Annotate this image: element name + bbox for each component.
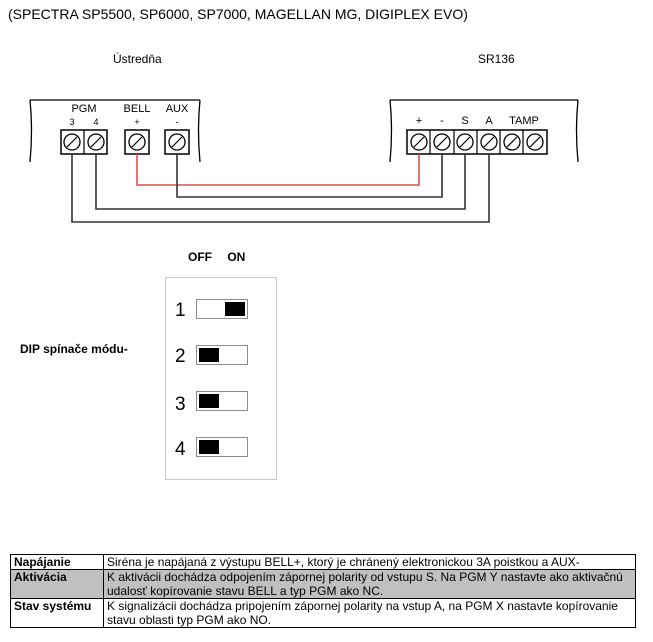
dip-on-label: ON (227, 250, 246, 264)
table-value-activation: K aktivácii dochádza odpojením zápornej … (103, 569, 636, 599)
table-key-system-state: Stav systému (10, 598, 104, 628)
dip-switch-knob (199, 394, 219, 408)
dip-number-1: 1 (175, 300, 186, 321)
pin-label-bell-plus: + (134, 117, 139, 127)
pin-label-pgm3: 3 (69, 117, 74, 127)
wiring-diagram: PGM BELL AUX 3 4 + - + - S A TAMP (29, 99, 579, 223)
group-label-bell: BELL (124, 103, 151, 115)
left-board-outline (29, 99, 201, 163)
right-terminal-block (406, 129, 548, 155)
pin-label-sr-a: A (485, 115, 493, 127)
table-key-activation: Aktivácia (10, 569, 104, 599)
right-board-outline (389, 99, 579, 163)
pin-label-pgm4: 4 (93, 117, 98, 127)
table-row: Stav systému K signalizácii dochádza pri… (10, 598, 636, 628)
wire-aux-minus-to-sr-minus (176, 154, 443, 198)
panel-label-control-unit: Ústredňa (113, 52, 162, 66)
table-value-power: Siréna je napájaná z výstupu BELL+, ktor… (103, 554, 636, 570)
dip-switch-label: DIP spínače módu- (20, 342, 128, 356)
pin-label-sr-tamp: TAMP (509, 115, 539, 127)
table-key-power: Napájanie (10, 554, 104, 570)
info-table: Napájanie Siréna je napájaná z výstupu B… (10, 554, 636, 628)
left-terminal-block-bell (124, 129, 150, 155)
pin-label-sr-plus: + (416, 115, 422, 127)
dip-switch-knob (225, 302, 245, 316)
pin-label-sr-minus: - (440, 115, 444, 127)
wire-pgm3-to-sr-a (71, 154, 490, 223)
wire-pgm4-to-sr-s (95, 154, 466, 210)
group-label-aux: AUX (166, 103, 189, 115)
dip-number-3: 3 (175, 394, 186, 415)
pin-label-sr-s: S (461, 115, 468, 127)
panel-label-sr136: SR136 (478, 52, 515, 66)
group-label-pgm: PGM (71, 103, 96, 115)
dip-switch-3[interactable] (196, 391, 248, 411)
dip-switch-4[interactable] (196, 437, 248, 457)
dip-switch-knob (199, 440, 219, 454)
wire-bell-plus-to-sr-plus (136, 154, 420, 186)
header-title: (SPECTRA SP5500, SP6000, SP7000, MAGELLA… (8, 6, 468, 22)
table-value-system-state: K signalizácii dochádza pripojením zápor… (103, 598, 636, 628)
dip-switch-2[interactable] (196, 345, 248, 365)
dip-switch-panel: 1 2 3 4 (165, 277, 277, 480)
dip-off-label: OFF (188, 250, 212, 264)
table-row: Napájanie Siréna je napájaná z výstupu B… (10, 554, 636, 570)
left-terminal-block-aux (164, 129, 190, 155)
dip-off-on-header: OFF ON (188, 250, 245, 264)
left-terminal-block-pgm (60, 129, 108, 155)
dip-switch-1[interactable] (196, 299, 248, 319)
dip-number-2: 2 (175, 346, 186, 367)
pin-label-aux-minus: - (176, 117, 179, 127)
table-row: Aktivácia K aktivácii dochádza odpojením… (10, 569, 636, 599)
dip-number-4: 4 (175, 439, 186, 460)
dip-switch-knob (199, 348, 219, 362)
